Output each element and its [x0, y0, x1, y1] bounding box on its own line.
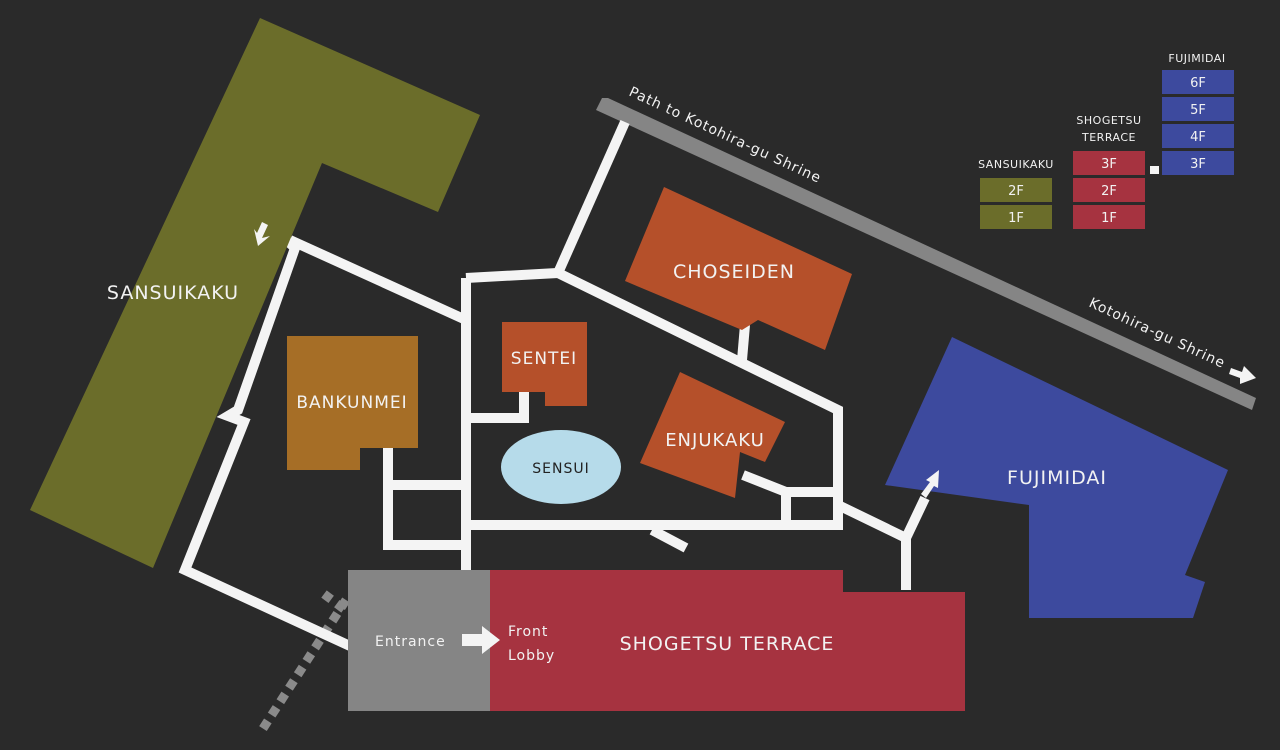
legend-sansuikaku-2f[interactable] [980, 178, 1052, 202]
enjukaku-building[interactable] [640, 372, 785, 498]
legend-shogetsu-2f-label: 2F [1101, 184, 1117, 199]
sensui-pond [501, 430, 621, 504]
legend-shogetsu-3f-label: 3F [1101, 157, 1117, 172]
shogetsu-terrace-label: SHOGETSU TERRACE [620, 633, 835, 655]
sensui-label: SENSUI [532, 461, 589, 477]
choseiden-building[interactable] [625, 187, 852, 350]
bankunmei-building[interactable] [287, 336, 418, 470]
entrance-label: Entrance [375, 634, 446, 650]
legend-shogetsu-2f[interactable] [1073, 178, 1145, 202]
shogetsu-terrace-building[interactable] [490, 570, 965, 711]
legend-sansuikaku-1f[interactable] [980, 205, 1052, 229]
legend-shogetsu-title-1: SHOGETSU [1076, 114, 1141, 127]
sentei-building[interactable] [502, 322, 587, 406]
legend-sansuikaku-2f-label: 2F [1008, 184, 1024, 199]
arrow-icon [462, 626, 500, 654]
sentei-label: SENTEI [511, 349, 577, 369]
front-lobby-label-1: Front [508, 624, 548, 640]
legend-fujimidai-5f[interactable] [1162, 97, 1234, 121]
legend-shogetsu-3f[interactable] [1073, 151, 1145, 175]
legend-fujimidai-3f[interactable] [1162, 151, 1234, 175]
front-lobby-label-2: Lobby [508, 648, 555, 664]
legend-connector [1150, 166, 1159, 174]
arrow-up-right-icon [921, 470, 939, 498]
legend-sansuikaku-title: SANSUIKAKU [978, 158, 1054, 171]
enjukaku-label: ENJUKAKU [665, 430, 765, 451]
legend-fujimidai-3f-label: 3F [1190, 157, 1206, 172]
legend-fujimidai-title: FUJIMIDAI [1168, 52, 1225, 65]
fujimidai-label: FUJIMIDAI [1007, 467, 1107, 489]
sansuikaku-label: SANSUIKAKU [107, 282, 239, 304]
sansuikaku-building[interactable] [30, 18, 480, 568]
road-to-shrine [596, 98, 1256, 410]
dotted-approach-path [258, 590, 351, 733]
fujimidai-building[interactable] [885, 337, 1228, 618]
arrow-down-left-icon [254, 222, 270, 246]
bankunmei-label: BANKUNMEI [296, 393, 407, 413]
legend-fujimidai-4f-label: 4F [1190, 130, 1206, 145]
floor-legend: SANSUIKAKU 2F 1F SHOGETSU TERRACE 3F 2F … [978, 52, 1234, 229]
legend-shogetsu-title-2: TERRACE [1081, 131, 1136, 144]
legend-shogetsu-1f-label: 1F [1101, 211, 1117, 226]
legend-shogetsu-1f[interactable] [1073, 205, 1145, 229]
legend-fujimidai-4f[interactable] [1162, 124, 1234, 148]
legend-sansuikaku-1f-label: 1F [1008, 211, 1024, 226]
walkways [178, 119, 930, 651]
legend-fujimidai-5f-label: 5F [1190, 103, 1206, 118]
choseiden-label: CHOSEIDEN [673, 261, 795, 283]
legend-fujimidai-6f-label: 6F [1190, 76, 1206, 91]
legend-fujimidai-6f[interactable] [1162, 70, 1234, 94]
arrow-right-icon [1229, 366, 1256, 384]
